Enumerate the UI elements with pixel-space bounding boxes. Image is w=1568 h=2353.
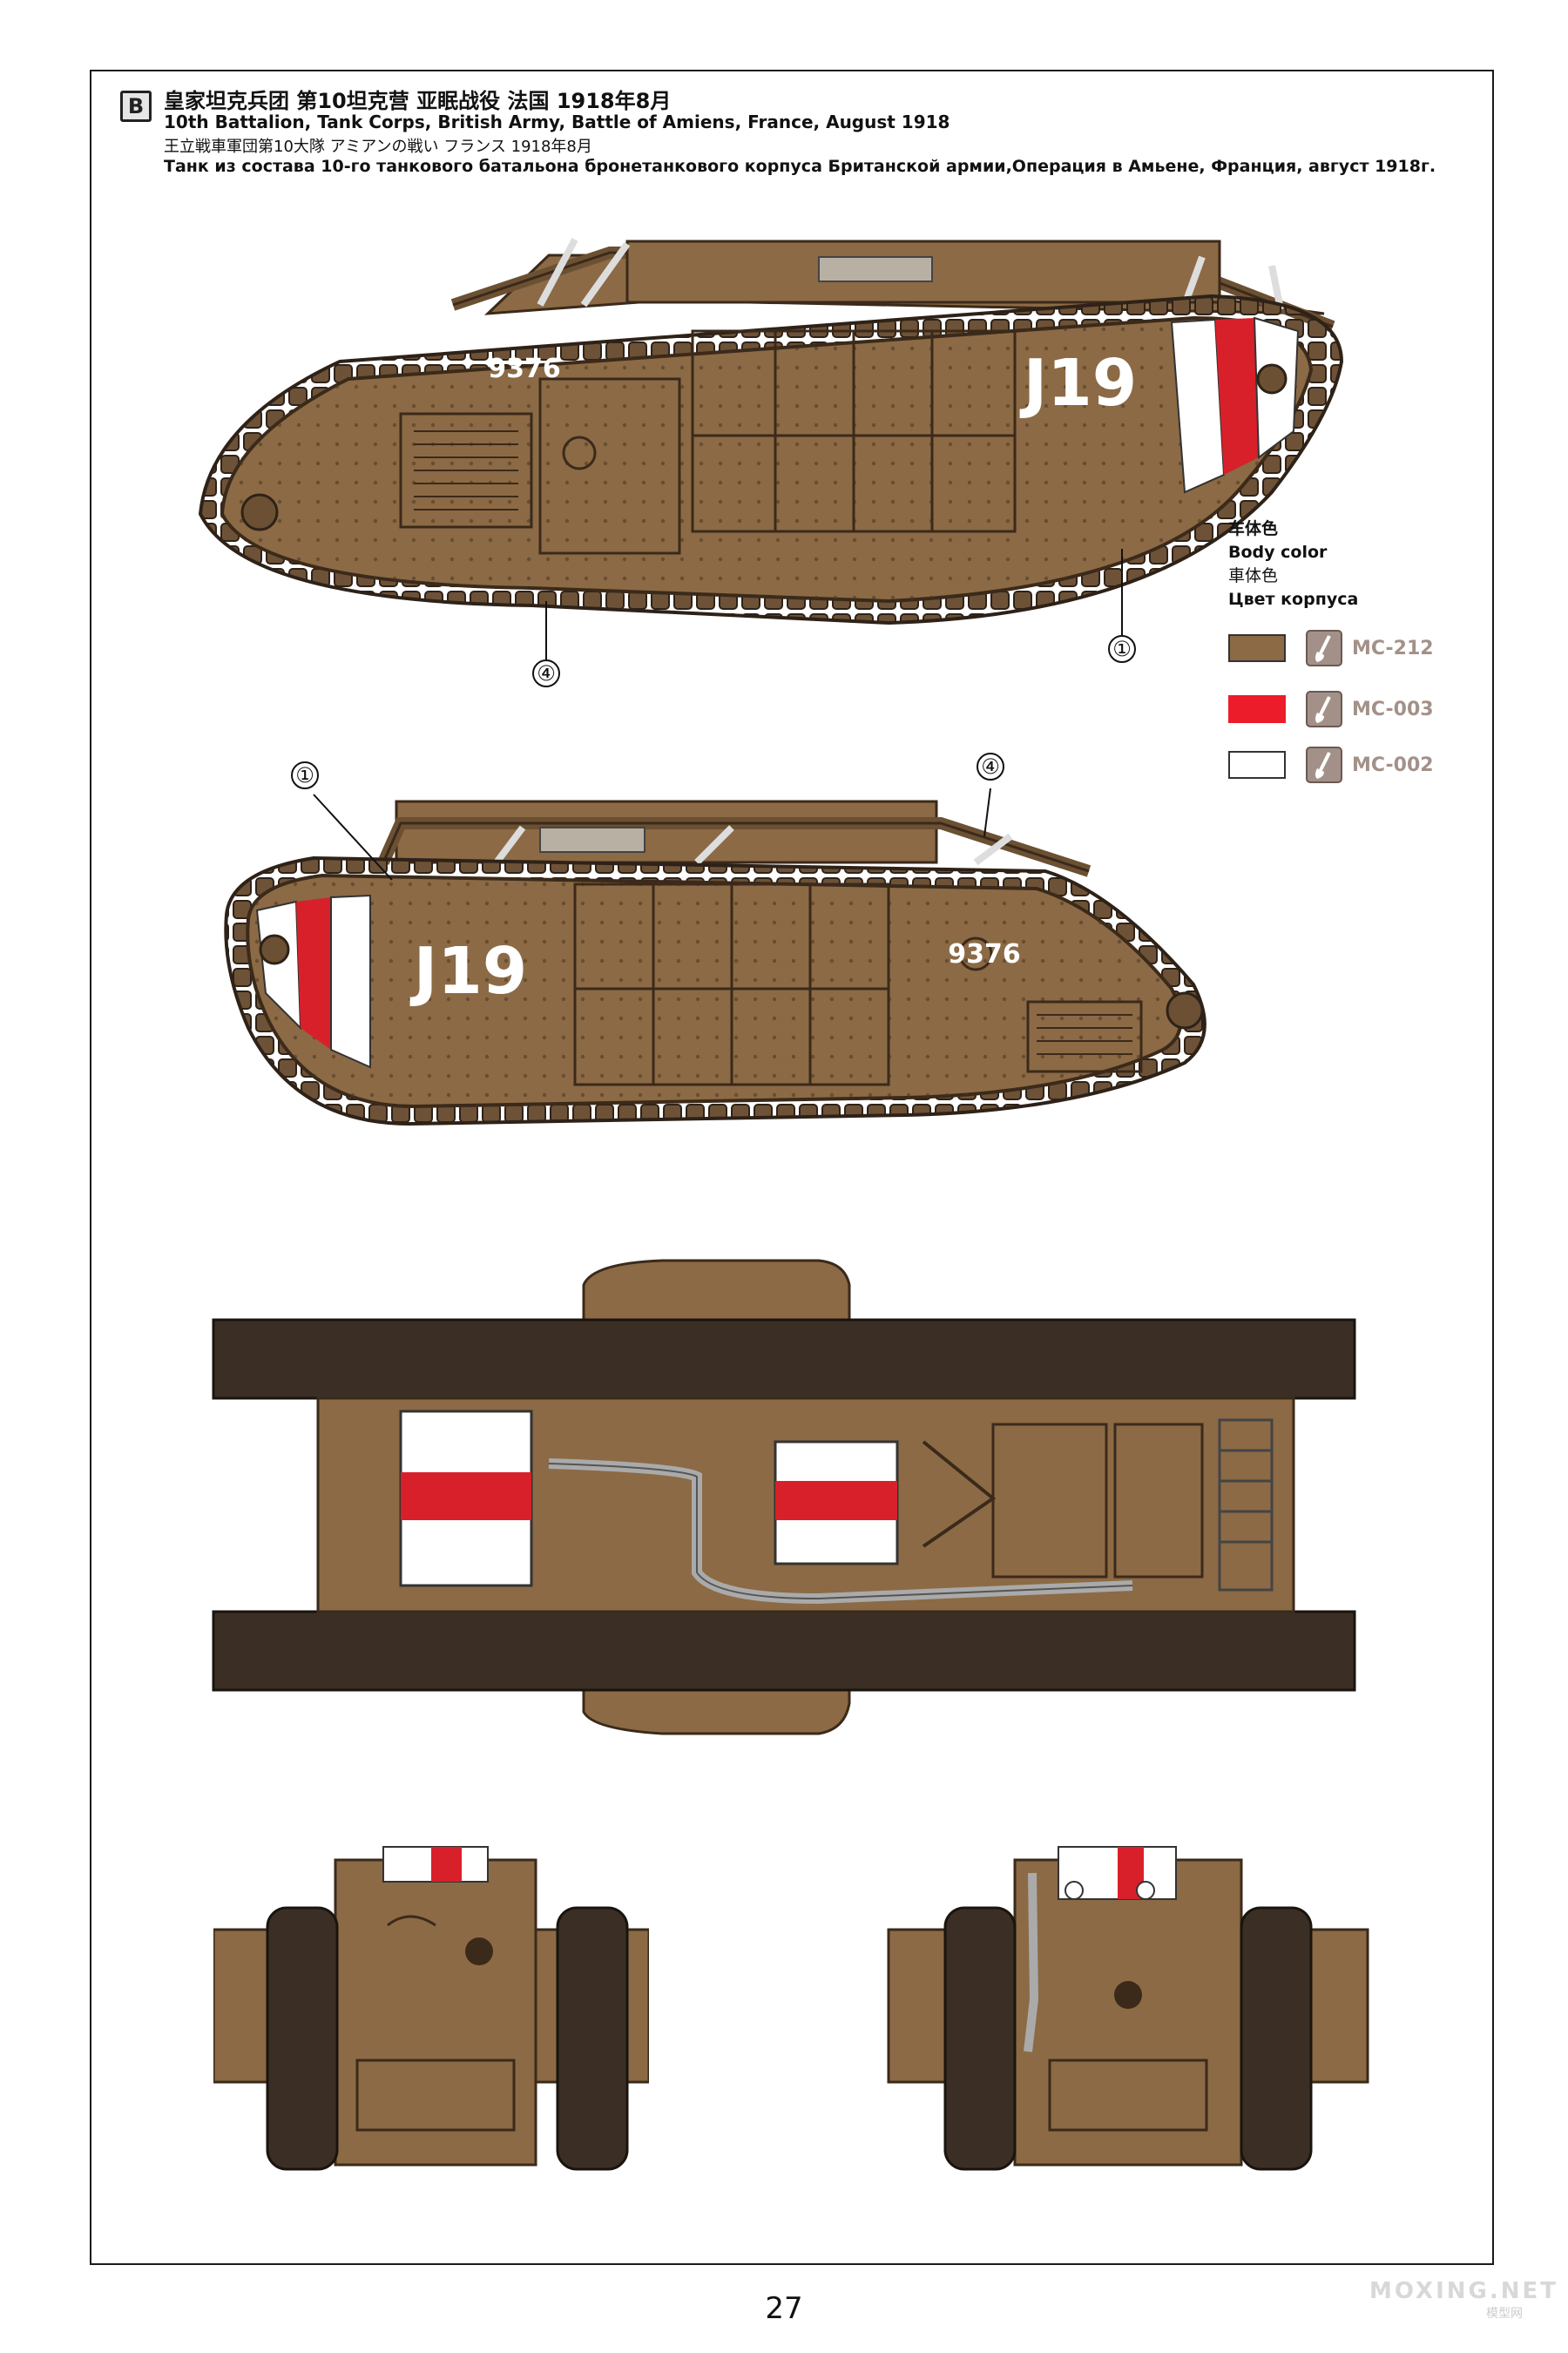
page-number: 27 <box>765 2291 803 2326</box>
legend-title-zh: 车体色 <box>1228 519 1279 538</box>
rear-view <box>887 1846 1369 2171</box>
option-badge: B <box>120 91 152 122</box>
swatch-row: MC-212 <box>1228 629 1455 667</box>
color-legend: 车体色 Body color 車体色 Цвет корпуса MC-212 M… <box>1228 517 1434 786</box>
side-view-right: 9376 J19 ④ ① <box>198 238 1344 687</box>
color-swatch <box>1228 634 1286 662</box>
page-frame <box>90 70 1494 2265</box>
title-russian: Танк из состава 10-го танкового батальон… <box>164 157 1436 176</box>
title-japanese: 王立戦車軍団第10大隊 アミアンの戦い フランス 1918年8月 <box>164 138 592 156</box>
legend-title-en: Body color <box>1228 543 1328 562</box>
swatch-row: MC-002 <box>1228 746 1455 784</box>
callout-1-top: ① <box>1112 637 1132 661</box>
callout-1-bottom: ① <box>295 763 314 788</box>
color-swatch <box>1228 695 1286 723</box>
serial-number-left: 9376 <box>948 939 1021 970</box>
top-view <box>212 1259 1356 1735</box>
watermark: MOXING.NET <box>1369 2278 1559 2304</box>
serial-number-right: 9376 <box>488 354 561 384</box>
paint-code: MC-212 <box>1352 638 1434 659</box>
callout-4-bottom: ④ <box>981 754 1000 779</box>
paint-code: MC-002 <box>1352 754 1434 776</box>
callout-4-top: ④ <box>537 661 556 686</box>
side-view-left: J19 9376 ① ④ <box>224 753 1206 1126</box>
title-chinese: 皇家坦克兵团 第10坦克营 亚眠战役 法国 1918年8月 <box>164 89 672 113</box>
paint-code: MC-003 <box>1352 699 1434 720</box>
tank-code-left: J19 <box>409 934 528 1009</box>
paint-brush-icon <box>1306 630 1342 666</box>
color-swatch <box>1228 751 1286 779</box>
paint-brush-icon <box>1306 691 1342 727</box>
watermark-sub: 模型网 <box>1486 2307 1523 2321</box>
paint-brush-icon <box>1306 747 1342 783</box>
front-view <box>213 1846 649 2171</box>
swatch-row: MC-003 <box>1228 690 1455 728</box>
legend-title-ru: Цвет корпуса <box>1228 590 1359 609</box>
legend-title-ja: 車体色 <box>1228 566 1279 585</box>
tank-code-right: J19 <box>1019 346 1138 421</box>
title-english: 10th Battalion, Tank Corps, British Army… <box>164 112 950 132</box>
